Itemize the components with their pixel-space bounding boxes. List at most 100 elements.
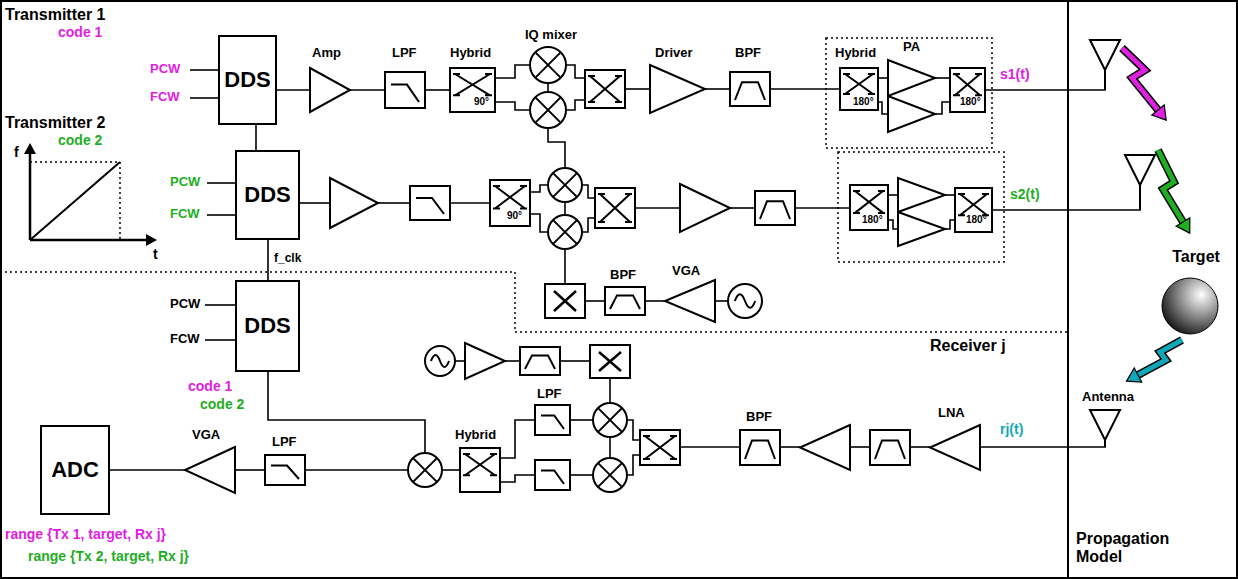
component-label: PCW: [170, 175, 200, 190]
amplifier-symbol: [330, 178, 378, 228]
component-label: s1(t): [1000, 66, 1030, 82]
wire: [627, 420, 640, 440]
wire: [530, 185, 548, 192]
component-label: PCW: [170, 297, 200, 312]
wire: [560, 360, 590, 362]
filter-curve: [875, 441, 905, 460]
amplifier-symbol: [888, 96, 935, 132]
wire: [564, 202, 566, 215]
wire: [770, 88, 840, 90]
signal-bolt: [1158, 150, 1183, 222]
wire: [110, 469, 185, 471]
mixer-symbol: [530, 47, 566, 83]
wire: [378, 202, 410, 204]
component-label: BPF: [610, 268, 636, 283]
component-label: PA: [903, 40, 920, 55]
wire: [190, 97, 218, 99]
block-name: DDS: [224, 67, 270, 93]
hybrid-coupler: [955, 188, 992, 232]
component-label: BPF: [735, 46, 761, 61]
wire: [350, 89, 385, 91]
component-label: code 2: [58, 132, 102, 148]
wire: [585, 300, 605, 302]
component-label: code 1: [58, 24, 102, 40]
antenna-symbol: [1125, 155, 1155, 185]
component-label: Driver: [655, 46, 693, 61]
component-label: 180°: [862, 214, 883, 226]
signal-bolt: [1122, 48, 1158, 110]
component-label: IQ mixer: [525, 28, 577, 43]
component-label: Hybrid: [835, 46, 876, 61]
model-separator: [1067, 0, 1069, 579]
frequency-multiplier: [545, 284, 585, 318]
wire: [564, 249, 566, 284]
coupler-lines: [843, 74, 875, 94]
frequency-multiplier: [590, 345, 630, 378]
component-label: Hybrid: [450, 46, 491, 61]
signal-bolt: [1158, 150, 1183, 222]
clock-connector: [255, 125, 257, 150]
wire: [715, 300, 728, 302]
component-label: range {Tx 1, target, Rx j}: [5, 526, 166, 542]
wire: [205, 339, 235, 341]
block-name: DDS: [244, 313, 290, 339]
wire: [627, 455, 640, 475]
coupler-lines: [463, 454, 497, 475]
component-label: Amp: [312, 46, 341, 61]
wire: [795, 207, 850, 209]
multiplier-cross: [599, 352, 621, 371]
hybrid-coupler: [450, 68, 495, 112]
coupler-lines: [493, 186, 527, 209]
multiplier-cross: [554, 291, 576, 311]
chirp-guide: [30, 162, 120, 240]
pa-group: [826, 38, 992, 148]
component-label: Transmitter 1: [5, 6, 105, 24]
component-label: FCW: [150, 90, 180, 105]
filter-curve: [745, 441, 775, 460]
filter-curve: [610, 295, 640, 309]
component-label: rj(t): [1000, 421, 1023, 437]
mixer-cross: [413, 458, 437, 482]
target-circle: [1162, 278, 1218, 334]
axis-arrowhead: [146, 234, 157, 246]
filter-curve: [416, 198, 444, 214]
mixer-cross: [535, 52, 560, 77]
wire: [268, 372, 425, 453]
filter-curve: [525, 355, 555, 369]
wire: [980, 440, 1105, 447]
adc-block: ADC: [40, 425, 110, 515]
hybrid-coupler: [950, 68, 985, 112]
region-divider: [0, 272, 1068, 332]
filter-curve: [391, 85, 419, 102]
wire: [190, 69, 218, 71]
wire: [730, 207, 755, 209]
pa-group: [838, 152, 1004, 262]
amplifier-symbol: [800, 425, 850, 470]
component-label: LPF: [272, 435, 297, 450]
wire: [566, 65, 585, 78]
filter-curve: [760, 201, 790, 219]
component-label: Transmitter 2: [5, 114, 105, 132]
wire: [207, 182, 235, 184]
wire: [609, 437, 611, 458]
amplifier-symbol: [898, 178, 945, 212]
signal-bolt: [1138, 340, 1182, 375]
component-label: PCW: [150, 62, 180, 77]
component-label: 90°: [507, 210, 522, 222]
bandpass-filter: [730, 72, 770, 106]
lowpass-filter: [265, 455, 305, 485]
filter-curve: [541, 416, 564, 430]
wire: [570, 419, 593, 421]
component-label: FCW: [170, 332, 200, 347]
antenna-stem: [1139, 185, 1141, 210]
wire: [582, 185, 595, 198]
filter-curve: [541, 471, 564, 485]
mixer-symbol: [593, 403, 627, 437]
wire: [495, 65, 530, 78]
component-label: BPF: [746, 410, 772, 425]
component-label: range {Tx 2, target, Rx j}: [28, 548, 189, 564]
bandpass-filter: [755, 191, 795, 225]
filter-curve: [735, 82, 765, 100]
